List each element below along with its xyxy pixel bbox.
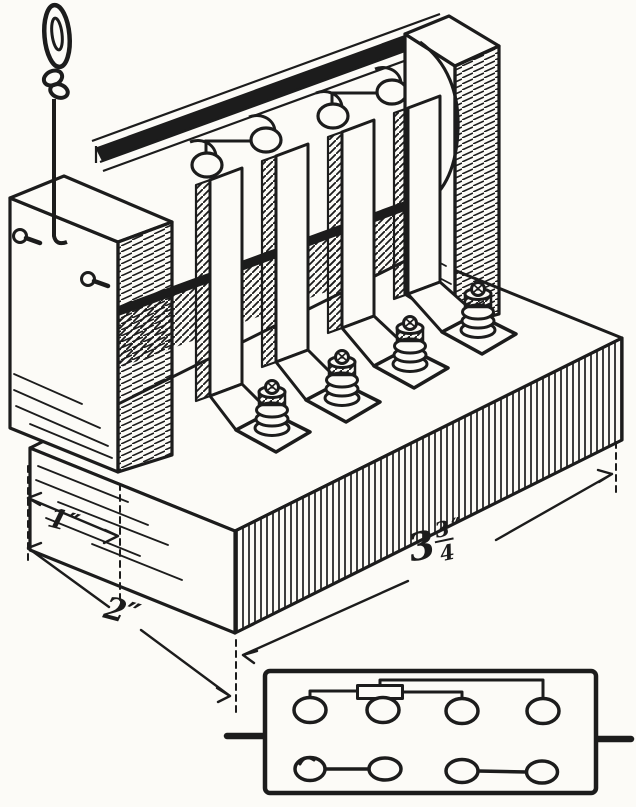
dimension-line-1in — [26, 491, 120, 545]
wire-stem — [52, 99, 68, 246]
terminal-top-2 — [365, 695, 401, 725]
strip-side-band-3 — [326, 130, 344, 335]
binding-post-1 — [253, 379, 291, 437]
terminal-top-1 — [292, 695, 328, 725]
base-left-face-shading — [35, 465, 183, 581]
left-post-front-shading — [13, 373, 113, 459]
strip-face-2 — [274, 142, 310, 364]
left-end-post — [8, 174, 174, 474]
dimensioning — [26, 441, 617, 715]
top-rail-edges — [91, 12, 449, 173]
length-fraction-denominator: 4 — [437, 538, 457, 567]
jumper-wire-top-1 — [308, 689, 359, 699]
terminal-top-4 — [525, 696, 561, 726]
terminal-bottom-4 — [524, 759, 560, 785]
dimension-line-2in — [26, 541, 232, 704]
right-post-side-face — [453, 44, 501, 328]
terminal-top-3 — [444, 696, 480, 726]
strip-side-band-2 — [260, 154, 278, 369]
diagram-outline — [262, 668, 599, 796]
terminal-pigtail — [298, 756, 316, 766]
base-left-face — [28, 446, 237, 635]
jumper-wire-bottom-2 — [476, 769, 528, 774]
strip-face-4 — [406, 94, 442, 296]
strip-side-band-1 — [194, 178, 212, 403]
strip-face-1 — [208, 166, 244, 398]
fuse-strip-2 — [260, 142, 382, 424]
strip-side-band-4 — [392, 106, 410, 301]
peg-2 — [80, 271, 111, 289]
binding-post-2 — [323, 349, 361, 407]
terminal-bottom-1 — [293, 755, 327, 783]
hanging-wire-loop — [41, 2, 72, 246]
binding-post-4 — [459, 281, 497, 339]
strip-face-3 — [340, 118, 376, 330]
jumper-wire-top-3 — [401, 690, 464, 700]
peg-1 — [12, 228, 43, 246]
terminal-bottom-3 — [444, 757, 480, 785]
jumper-wire-top-4 — [378, 678, 545, 700]
terminal-bottom-2 — [367, 756, 403, 782]
left-post-side-face — [116, 220, 174, 474]
dimension-line-334in — [241, 468, 614, 665]
pulley-disc-edge — [419, 40, 460, 205]
circuit-diagram — [223, 668, 635, 796]
binding-post-3 — [391, 315, 429, 373]
